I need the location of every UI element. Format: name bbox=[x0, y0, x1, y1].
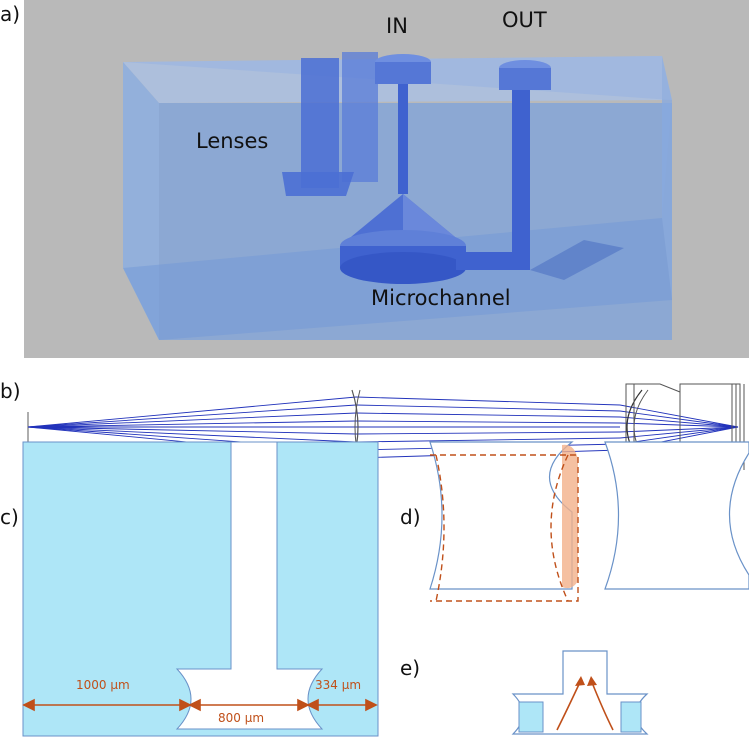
dimension-center: 800 µm bbox=[218, 711, 265, 725]
panel-label-a: a) bbox=[0, 2, 21, 26]
panel-label-d: d) bbox=[400, 505, 421, 529]
dimension-left: 1000 µm bbox=[76, 678, 130, 692]
channel-shape-comparison bbox=[429, 441, 749, 602]
flow-diagram bbox=[511, 650, 649, 735]
render-3d-device bbox=[24, 0, 749, 358]
in-label: IN bbox=[386, 14, 408, 38]
lenses-label: Lenses bbox=[196, 129, 269, 153]
microchannel-label: Microchannel bbox=[371, 286, 511, 310]
out-label: OUT bbox=[502, 8, 547, 32]
panel-label-e: e) bbox=[400, 656, 421, 680]
microchannel-dimension-drawing bbox=[22, 441, 379, 737]
panel-label-b: b) bbox=[0, 379, 21, 403]
panel-label-c: c) bbox=[0, 505, 19, 529]
dimension-right: 334 µm bbox=[315, 678, 362, 692]
